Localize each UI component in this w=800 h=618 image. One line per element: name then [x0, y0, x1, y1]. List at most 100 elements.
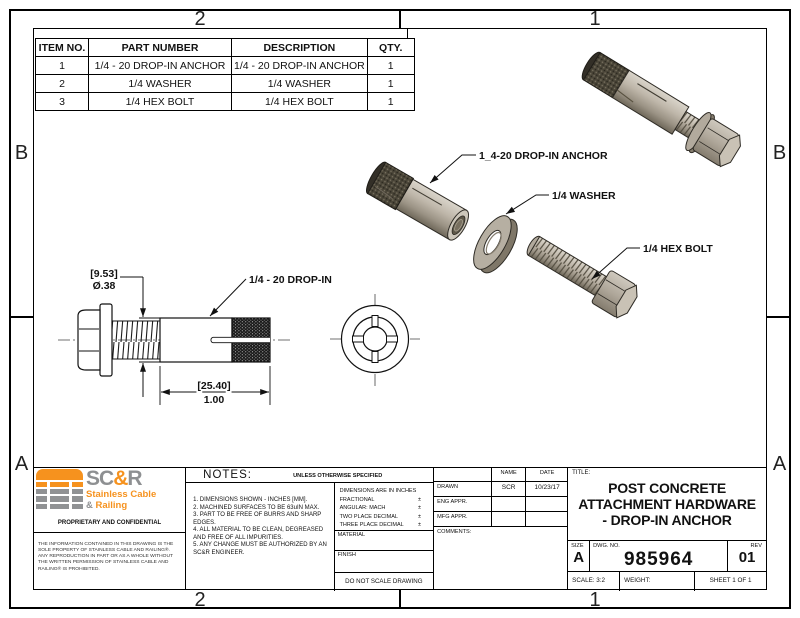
brand-r: R	[127, 467, 142, 490]
notes-list: 1. DIMENSIONS SHOWN - INCHES [MM]. 2. MA…	[186, 483, 335, 591]
sheet-box: SHEET 1 OF 1	[709, 577, 752, 584]
callout-exploded-washer: 1/4 WASHER	[552, 190, 616, 202]
eng-appr-name	[492, 497, 527, 512]
title-line-3: - DROP-IN ANCHOR	[602, 512, 732, 528]
zone-left-a: A	[14, 453, 29, 475]
zone-top-1: 1	[589, 8, 601, 30]
plus-minus: ±	[418, 505, 422, 512]
dwg-no-label: DWG. NO.	[593, 543, 620, 549]
exploded-drop-in-anchor	[366, 161, 470, 241]
brand-subline1: Stainless Cable	[86, 489, 157, 500]
callout-exploded-anchor: 1_4-20 DROP-IN ANCHOR	[479, 150, 608, 162]
bom-header-row: ITEM NO. PART NUMBER DESCRIPTION QTY.	[35, 38, 415, 57]
proprietary-heading: PROPRIETARY AND CONFIDENTIAL	[57, 520, 162, 526]
bom-cell: 1	[366, 92, 415, 111]
tolerance-column: DIMENSIONS ARE IN INCHES FRACTIONAL± ANG…	[334, 483, 434, 591]
dim-diameter-mm: [9.53]	[90, 268, 117, 280]
tol-line-5: THREE PLACE DECIMAL	[339, 522, 404, 529]
brand-sub-amp: &	[86, 499, 96, 511]
zone-top-2: 2	[194, 8, 206, 30]
exploded-view	[366, 161, 638, 319]
dim-length-mm: [25.40]	[197, 380, 230, 392]
title-line-2: ATTACHMENT HARDWARE	[578, 496, 756, 512]
dim-diameter-in: Ø.38	[93, 280, 116, 292]
size-box: SIZE A	[568, 541, 591, 571]
note-5: 5. ANY CHANGE MUST BE AUTHORIZED BY AN S…	[193, 542, 327, 556]
zone-left-b: B	[14, 142, 29, 164]
dim-length-in: 1.00	[204, 394, 225, 406]
size-label: SIZE	[571, 543, 584, 549]
weight-box: WEIGHT:	[620, 572, 696, 591]
eng-appr-label: ENG APPR.	[434, 497, 493, 512]
tol-line-4: TWO PLACE DECIMAL	[339, 513, 398, 520]
drawn-name: SCR	[492, 482, 527, 497]
brand-amp: &	[113, 467, 128, 490]
note-1: 1. DIMENSIONS SHOWN - INCHES [MM].	[193, 497, 308, 503]
name-header: NAME	[492, 468, 527, 482]
date-header: DATE	[526, 468, 569, 482]
tolerance-block: DIMENSIONS ARE IN INCHES FRACTIONAL± ANG…	[334, 483, 434, 531]
divider	[34, 532, 186, 534]
bom-cell: 1/4 HEX BOLT	[88, 92, 232, 111]
zone-bottom-2: 2	[194, 589, 206, 611]
tol-line-2: FRACTIONAL	[339, 496, 375, 503]
do-not-scale-label: DO NOT SCALE DRAWING	[345, 578, 423, 585]
size-value: A	[573, 549, 585, 566]
mfg-appr-name	[492, 512, 527, 527]
title-label: TITLE:	[572, 470, 591, 476]
scale-box: SCALE: 3:2	[568, 572, 621, 591]
material-box: MATERIAL	[334, 531, 434, 551]
comments-box: COMMENTS:	[437, 529, 472, 535]
zone-right-b: B	[772, 142, 787, 164]
exploded-hex-bolt	[526, 235, 638, 319]
zone-divider-top	[399, 9, 401, 28]
bom-header-qty: QTY.	[366, 38, 415, 57]
logo-cell: SC&R Stainless Cable & Railing PROPRIETA…	[34, 468, 187, 589]
notes-header: NOTES: UNLESS OTHERWISE SPECIFIED	[186, 468, 434, 483]
proprietary-text: THE INFORMATION CONTAINED IN THIS DRAWIN…	[38, 542, 174, 572]
brand-sub-railing: Railing	[95, 499, 128, 511]
drawn-date: 10/23/17	[526, 482, 569, 497]
table-frame-stub	[406, 28, 408, 39]
mfg-appr-label: MFG APPR.	[434, 512, 493, 527]
title-block: SC&R Stainless Cable & Railing PROPRIETA…	[33, 467, 767, 591]
zone-right-a: A	[772, 453, 787, 475]
tol-line-3: ANGULAR: MACH	[339, 505, 386, 512]
note-3: 3. PART TO BE FREE OF BURRS AND SHARP ED…	[193, 512, 322, 526]
callouts: 1_4-20 DROP-IN ANCHOR 1/4 WASHER 1/4 HEX…	[209, 150, 713, 317]
scr-logo-icon	[36, 469, 83, 512]
zone-bottom-1: 1	[589, 589, 601, 611]
bom-cell: 1/4 HEX BOLT	[231, 92, 368, 111]
title-line-1: POST CONCRETE	[608, 480, 727, 496]
approvals-cell: NAME DATE DRAWN SCR 10/23/17 ENG APPR. M…	[434, 468, 569, 589]
finish-box: FINISH	[334, 551, 434, 573]
bom-table: ITEM NO. PART NUMBER DESCRIPTION QTY. 1 …	[35, 38, 415, 111]
note-4: 4. ALL MATERIAL TO BE CLEAN, DEGREASED A…	[193, 527, 324, 541]
scr-logo-text: SC&R Stainless Cable & Railing	[86, 468, 156, 510]
zone-divider-left	[9, 316, 33, 318]
notes-heading: NOTES:	[203, 469, 252, 481]
note-2: 2. MACHINED SURFACES TO BE 63uIN MAX.	[193, 504, 320, 511]
bom-header-item: ITEM NO.	[35, 38, 89, 57]
approvals-corner	[434, 468, 493, 482]
dimensions: [9.53] Ø.38 [25.40] 1.00	[89, 267, 271, 408]
exploded-washer	[473, 215, 518, 274]
eng-appr-date	[526, 497, 569, 512]
side-view	[58, 303, 292, 377]
drawing-canvas: 1_4-20 DROP-IN ANCHOR 1/4 WASHER 1/4 HEX…	[58, 51, 741, 408]
table-row: 3 1/4 HEX BOLT 1/4 HEX BOLT 1	[35, 92, 415, 111]
zone-divider-bottom	[399, 590, 401, 609]
zone-divider-right	[767, 316, 791, 318]
drawn-label: DRAWN	[434, 482, 493, 497]
unless-otherwise-label: UNLESS OTHERWISE SPECIFIED	[293, 473, 383, 479]
rev-value: 01	[738, 549, 756, 566]
assembled-view	[581, 51, 741, 168]
rev-box: REV 01	[728, 541, 766, 571]
plus-minus: ±	[418, 513, 422, 520]
callout-side-view: 1/4 - 20 DROP-IN	[249, 274, 332, 286]
end-view	[330, 294, 420, 386]
notes-cell: NOTES: UNLESS OTHERWISE SPECIFIED 1. DIM…	[186, 468, 435, 591]
dwg-no-value: 985964	[623, 549, 694, 570]
mfg-appr-date	[526, 512, 569, 527]
